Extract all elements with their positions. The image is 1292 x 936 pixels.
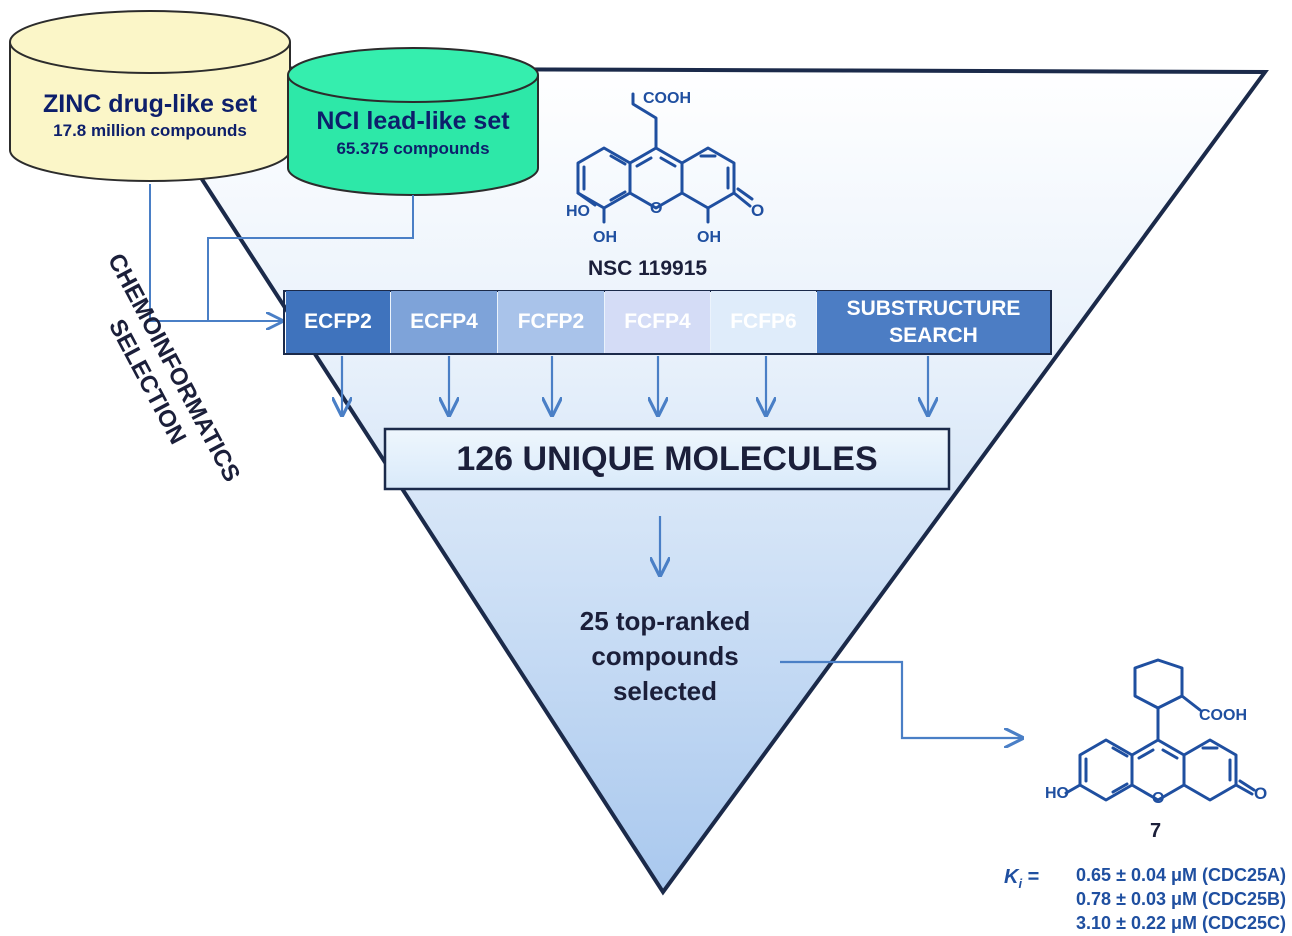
nci-cylinder	[287, 47, 539, 196]
selected-line2: compounds	[591, 641, 739, 671]
ki-value-cdc25a: 0.65 ± 0.04 μM (CDC25A)	[1076, 865, 1286, 885]
ki-values: 0.65 ± 0.04 μM (CDC25A) 0.78 ± 0.03 μM (…	[1076, 863, 1286, 935]
hit-keto-oxygen: O	[1254, 784, 1268, 803]
fingerprint-ecfp4: ECFP4	[391, 291, 497, 353]
nsc-ho-label: HO	[566, 203, 590, 220]
selected-line3: selected	[612, 676, 718, 706]
ki-label: Ki =	[1004, 866, 1039, 891]
database-connectors	[149, 184, 414, 321]
zinc-cylinder	[9, 10, 291, 182]
nsc-compound-name: NSC 119915	[588, 257, 708, 280]
unique-molecules-label: 126 UNIQUE MOLECULES	[456, 440, 878, 478]
nci-title: NCI lead-like set	[316, 107, 510, 135]
unique-molecules-box	[383, 427, 951, 491]
hit-ho-label: HO	[1045, 785, 1069, 802]
compound-7-structure	[1064, 658, 1256, 802]
nsc-oh1-label: OH	[593, 229, 617, 246]
ki-value-cdc25c: 3.10 ± 0.22 μM (CDC25C)	[1076, 913, 1286, 933]
hit-compound-number: 7	[1150, 820, 1162, 842]
ki-symbol: K	[1004, 866, 1019, 888]
fingerprint-arrows	[342, 356, 928, 415]
fingerprint-substructure-search: SUBSTRUCTURE SEARCH	[817, 291, 1050, 353]
ki-equals: =	[1027, 866, 1040, 888]
selected-to-hit-arrow	[780, 660, 1022, 738]
hit-ring-oxygen: O	[1152, 790, 1165, 807]
nsc-ring-oxygen: O	[650, 200, 663, 217]
nsc-cooh-label: COOH	[643, 90, 691, 107]
fingerprint-ecfp2: ECFP2	[286, 291, 390, 353]
nsc-oh2-label: OH	[697, 229, 721, 246]
ki-subscript: i	[1018, 876, 1023, 891]
nsc-119915-structure	[576, 92, 754, 224]
selected-compounds-text: 25 top-ranked compounds selected	[520, 604, 810, 709]
zinc-title: ZINC drug-like set	[43, 90, 257, 118]
ki-value-cdc25b: 0.78 ± 0.03 μM (CDC25B)	[1076, 889, 1286, 909]
fingerprint-fcfp6: FCFP6	[711, 291, 816, 353]
hit-cooh-label: COOH	[1199, 707, 1247, 724]
nci-subtitle: 65.375 compounds	[336, 139, 490, 158]
selected-line1: 25 top-ranked	[579, 606, 751, 636]
nsc-keto-oxygen: O	[751, 201, 765, 220]
fingerprint-fcfp4: FCFP4	[605, 291, 710, 353]
fingerprint-fcfp2: FCFP2	[498, 291, 604, 353]
zinc-subtitle: 17.8 million compounds	[53, 121, 247, 140]
